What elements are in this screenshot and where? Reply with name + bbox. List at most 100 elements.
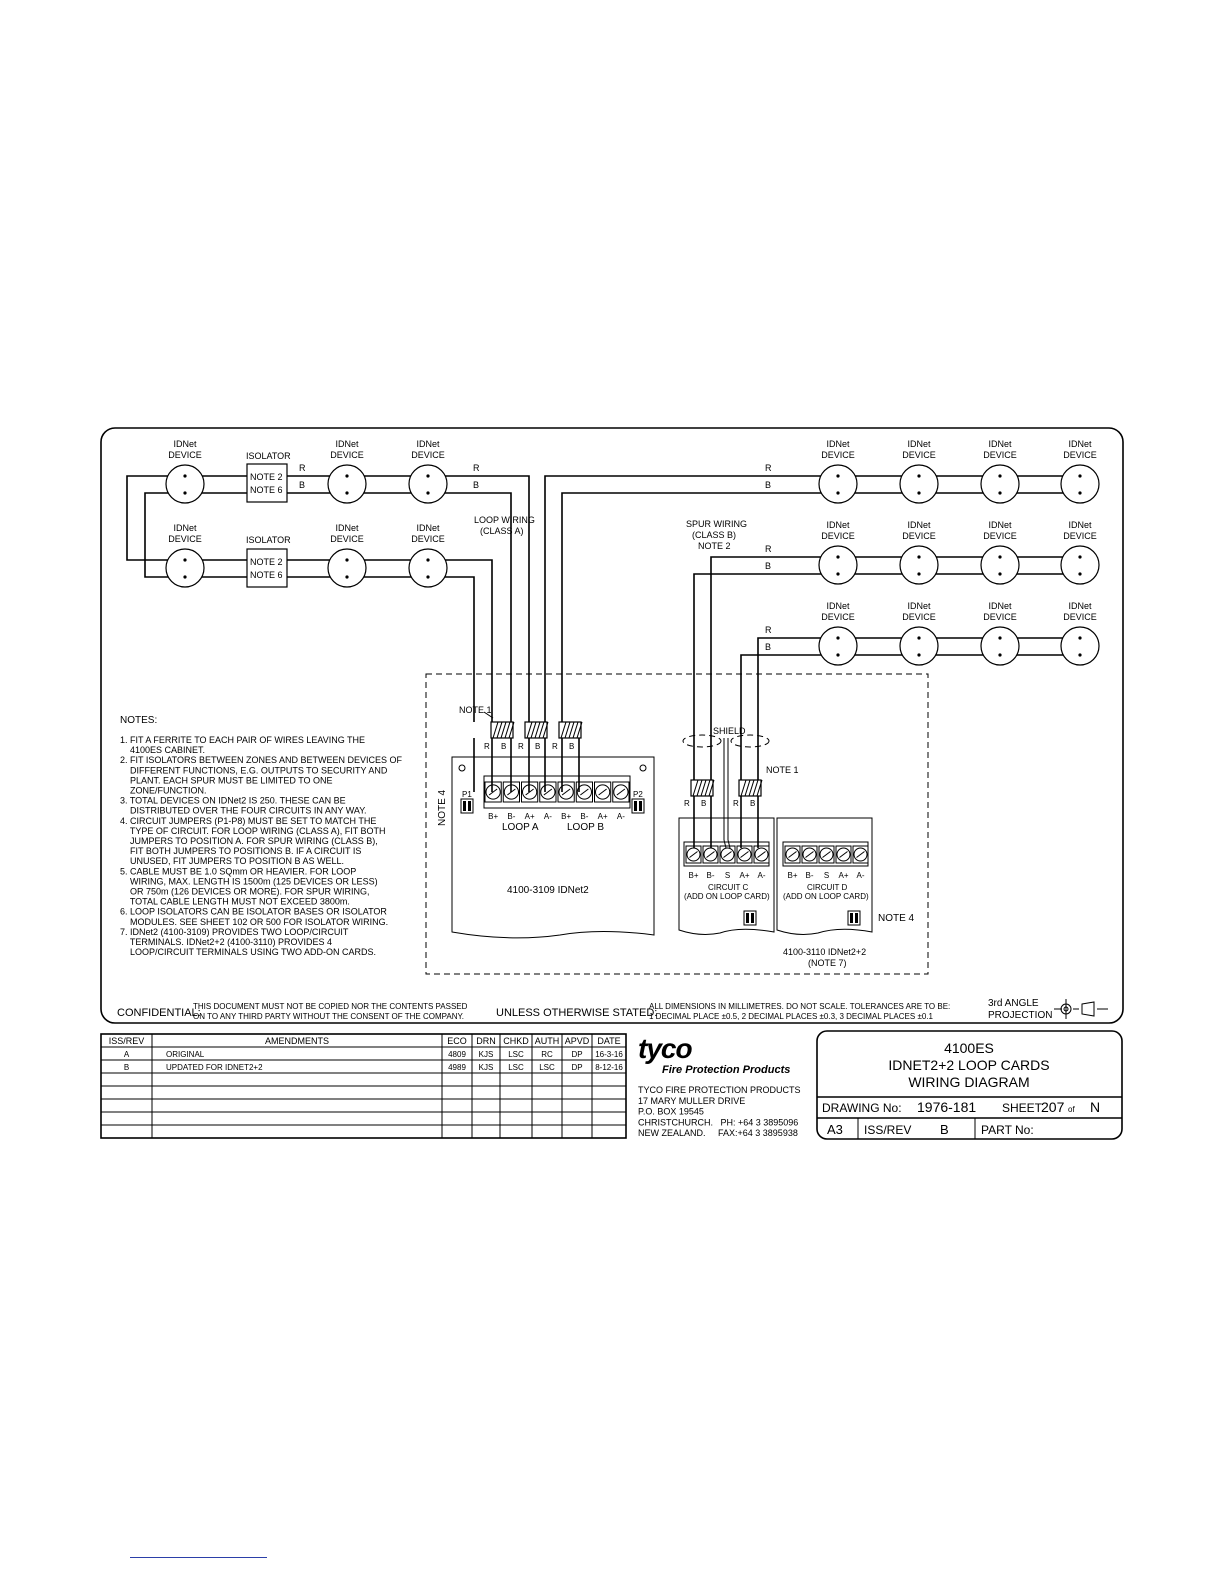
company-block: tyco Fire Protection Products TYCO FIRE …	[638, 1033, 801, 1138]
rev-header: ISS/REV	[109, 1036, 145, 1046]
svg-text:ALL DIMENSIONS IN MILLIMETRES.: ALL DIMENSIONS IN MILLIMETRES. DO NOT SC…	[649, 1002, 950, 1011]
svg-text:IDNet: IDNet	[988, 439, 1012, 449]
svg-text:A+: A+	[598, 812, 608, 821]
wire-labels: R B R B R B R B R B	[299, 463, 772, 652]
svg-text:DEVICE: DEVICE	[411, 534, 445, 544]
wiring	[126, 475, 1080, 849]
svg-text:IDNet: IDNet	[907, 601, 931, 611]
svg-text:IDNet: IDNet	[826, 520, 850, 530]
note-line: WIRING, MAX. LENGTH IS 1500m (125 DEVICE…	[120, 876, 378, 886]
svg-text:(ADD ON LOOP CARD): (ADD ON LOOP CARD)	[684, 892, 770, 901]
svg-text:B-: B-	[806, 871, 814, 880]
footnote-rule	[130, 1557, 267, 1558]
svg-text:DEVICE: DEVICE	[902, 531, 936, 541]
svg-text:3rd ANGLE: 3rd ANGLE	[988, 998, 1039, 1009]
svg-text:IDNet: IDNet	[907, 439, 931, 449]
addon-card-label: 4100-3110 IDNet2+2	[783, 947, 866, 957]
note4-label-main: NOTE 4	[437, 789, 448, 826]
note-line: TYPE OF CIRCUIT. FOR LOOP WIRING (CLASS …	[120, 826, 386, 836]
note-line: 4100ES CABINET.	[120, 745, 205, 755]
cabinet-boundary	[425, 673, 929, 975]
svg-text:R: R	[765, 463, 772, 473]
svg-text:CIRCUIT D: CIRCUIT D	[807, 883, 848, 892]
note-line: 3. TOTAL DEVICES ON IDNet2 IS 250. THESE…	[120, 796, 346, 806]
rev-cell: DP	[571, 1050, 582, 1059]
svg-text:DEVICE: DEVICE	[1063, 450, 1097, 460]
rev-cell: 16-3-16	[595, 1050, 623, 1059]
svg-text:IDNet: IDNet	[1068, 520, 1092, 530]
note-line: UNUSED, FIT JUMPERS TO POSITION B AS WEL…	[120, 856, 344, 866]
title-block: 4100ES IDNET2+2 LOOP CARDS WIRING DIAGRA…	[816, 1030, 1123, 1140]
iss-rev-value: B	[940, 1122, 949, 1137]
svg-text:IDNet: IDNet	[907, 520, 931, 530]
note-line: 7. IDNet2 (4100-3109) PROVIDES TWO LOOP/…	[120, 927, 349, 937]
rev-cell: DP	[571, 1063, 582, 1072]
rev-header: ECO	[447, 1036, 467, 1046]
rev-header: DRN	[476, 1036, 496, 1046]
svg-text:IDNet: IDNet	[826, 601, 850, 611]
svg-text:B: B	[750, 799, 755, 808]
svg-text:DEVICE: DEVICE	[330, 534, 364, 544]
svg-text:IDNet: IDNet	[826, 439, 850, 449]
svg-text:R: R	[765, 544, 772, 554]
part-no-label: PART No:	[981, 1123, 1034, 1137]
svg-text:A-: A-	[544, 812, 552, 821]
rev-cell: LSC	[508, 1050, 524, 1059]
address-line: NEW ZEALAND. FAX:+64 3 3895938	[638, 1128, 798, 1138]
rev-cell: 8-12-16	[595, 1063, 623, 1072]
note4-label-addon: NOTE 4	[878, 913, 915, 924]
svg-text:DEVICE: DEVICE	[330, 450, 364, 460]
svg-text:B: B	[569, 742, 574, 751]
svg-text:DEVICE: DEVICE	[983, 612, 1017, 622]
svg-text:CONFIDENTIAL:: CONFIDENTIAL:	[117, 1007, 201, 1019]
address-line: TYCO FIRE PROTECTION PRODUCTS	[638, 1085, 801, 1095]
address-line: P.O. BOX 19545	[638, 1107, 704, 1117]
svg-text:A-: A-	[857, 871, 865, 880]
svg-text:R: R	[518, 742, 524, 751]
svg-text:R: R	[473, 463, 480, 473]
terminal: A+	[594, 781, 612, 821]
svg-text:A-: A-	[617, 812, 625, 821]
svg-text:CIRCUIT C: CIRCUIT C	[708, 883, 749, 892]
svg-text:A-: A-	[758, 871, 766, 880]
note-line: FIT BOTH JUMPERS TO POSITIONS B. IF A CI…	[120, 846, 361, 856]
shield: SHIELD	[682, 726, 770, 748]
spur-wiring-label: SPUR WIRING	[686, 519, 747, 529]
terminal: B+	[685, 845, 702, 880]
terminal: B-	[801, 845, 818, 880]
note-line: DIFFERENT FUNCTIONS, E.G. OUTPUTS TO SEC…	[120, 765, 388, 775]
svg-text:R: R	[684, 799, 690, 808]
drawing-border	[100, 427, 1124, 1024]
note-line: PLANT. EACH SPUR MUST BE LIMITED TO ONE	[120, 775, 333, 785]
spur-note-label: NOTE 2	[698, 541, 731, 551]
ferrite	[490, 721, 515, 739]
terminal: B+	[484, 781, 502, 821]
svg-text:IDNet: IDNet	[988, 520, 1012, 530]
svg-text:IDNet: IDNet	[416, 523, 440, 533]
terminal: S	[719, 845, 736, 880]
note-line: 4. CIRCUIT JUMPERS (P1-P8) MUST BE SET T…	[120, 816, 376, 826]
svg-text:IDNet: IDNet	[335, 439, 359, 449]
svg-text:IDNet: IDNet	[173, 523, 197, 533]
svg-text:DEVICE: DEVICE	[821, 531, 855, 541]
svg-text:DEVICE: DEVICE	[983, 450, 1017, 460]
note-line: MODULES. SEE SHEET 102 OR 500 FOR ISOLAT…	[120, 917, 388, 927]
svg-text:DEVICE: DEVICE	[168, 534, 202, 544]
svg-text:4100-3109 IDNet2: 4100-3109 IDNet2	[507, 885, 589, 896]
terminal: A-	[539, 781, 557, 821]
svg-text:B+: B+	[787, 871, 797, 880]
note1-label-addon: NOTE 1	[766, 765, 799, 775]
terminal: A+	[736, 845, 753, 880]
